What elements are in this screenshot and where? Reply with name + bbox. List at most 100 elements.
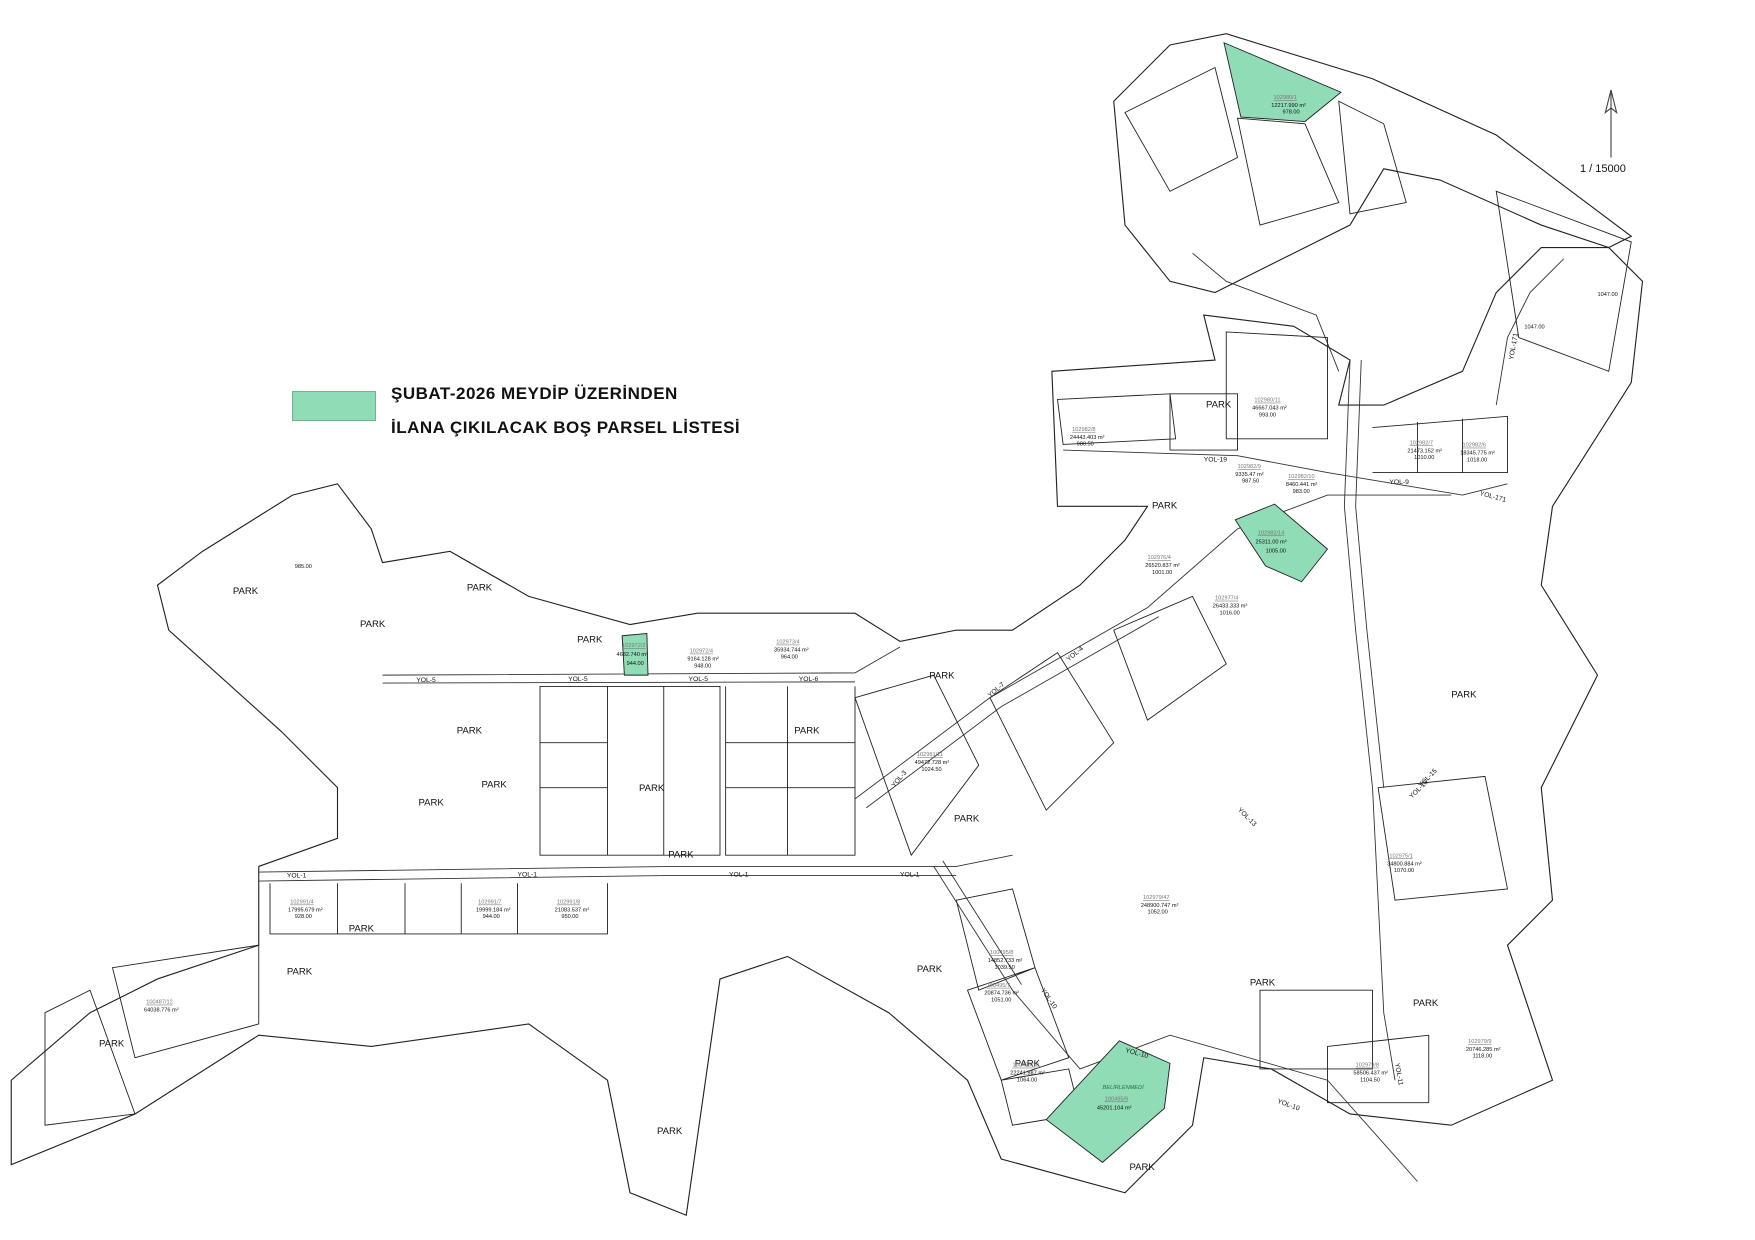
parcel-lines bbox=[44, 66, 1632, 1126]
parcel-number: 102982/9 bbox=[1238, 464, 1261, 470]
road-label: YOL-10 bbox=[1039, 987, 1058, 1010]
parcel-number: 102980/1 bbox=[1274, 95, 1297, 101]
parcel-number: 102991/7 bbox=[478, 900, 501, 906]
parcel-number: 102976/4 bbox=[1148, 555, 1171, 561]
park-label: PARK bbox=[233, 586, 259, 597]
parcel-area: 20874.736 m² bbox=[984, 991, 1019, 997]
park-label: PARK bbox=[1413, 998, 1439, 1009]
parcel-area: 8460.441 m² bbox=[1286, 482, 1318, 488]
parcel-number: 102982/8 bbox=[1072, 427, 1095, 433]
parcel-number: 100495/7 bbox=[987, 983, 1010, 989]
park-label: PARK bbox=[1451, 690, 1477, 701]
parcel-elevation: 1018.00 bbox=[1467, 457, 1487, 463]
parcel-number: 102979/9 bbox=[1468, 1039, 1491, 1045]
highlighted-parcel-north[interactable] bbox=[1223, 42, 1342, 122]
parcel-number: 100495/8 bbox=[990, 950, 1013, 956]
park-label: PARK bbox=[794, 726, 820, 737]
park-label: PARK bbox=[482, 780, 508, 791]
parcel-area: 12217.990 m² bbox=[1271, 103, 1306, 109]
parcel-number: 102982/10 bbox=[1288, 474, 1315, 480]
parcel-area: 26520.837 m² bbox=[1145, 563, 1180, 569]
parcel-elevation: 950.00 bbox=[561, 914, 578, 920]
highlighted-parcel-south[interactable] bbox=[1045, 1040, 1171, 1163]
road-label: YOL-1 bbox=[287, 873, 307, 880]
parcel-number: 102977/4 bbox=[1215, 596, 1238, 602]
park-label: PARK bbox=[639, 783, 665, 794]
parcel-note: BELİRLENMEDİ bbox=[1103, 1084, 1145, 1091]
yol-11-road bbox=[1343, 360, 1396, 1081]
parcel-number: 102982/14 bbox=[1258, 530, 1285, 536]
park-label: PARK bbox=[457, 726, 483, 737]
parcel-area: 25311.00 m² bbox=[1256, 539, 1287, 545]
road-label: YOL-5 bbox=[416, 677, 436, 684]
park-label: PARK bbox=[657, 1126, 683, 1137]
parcel-number: 102982/7 bbox=[1410, 440, 1433, 446]
road-label: YOL-19 bbox=[1204, 456, 1228, 463]
road-label: YOL-11 bbox=[1393, 1062, 1404, 1086]
parcel-area: 19999.184 m² bbox=[476, 907, 511, 913]
parcel-elevation: 1039.50 bbox=[995, 965, 1015, 971]
highlighted-labels: 102980/1 12217.990 m² 978.00 102982/14 2… bbox=[617, 95, 1306, 1111]
parcel-elevation: 1005.00 bbox=[1266, 548, 1286, 554]
parcel-number: 102973/4 bbox=[776, 640, 799, 646]
park-label: PARK bbox=[349, 924, 375, 935]
park-label: PARK bbox=[954, 813, 980, 824]
road-label: YOL-10 bbox=[1276, 1098, 1300, 1113]
parcel-elevation: 980.50 bbox=[1077, 442, 1094, 448]
road-label: YOL-9 bbox=[1389, 479, 1409, 486]
park-label: PARK bbox=[917, 964, 943, 975]
park-label: PARK bbox=[1206, 399, 1232, 410]
road-label: YOL-171 bbox=[1479, 490, 1507, 504]
parcel-number: 102982/6 bbox=[1463, 443, 1486, 449]
parcel-area: 34800.884 m² bbox=[1387, 861, 1422, 867]
parcel-area: 45201.104 m² bbox=[1097, 1105, 1132, 1111]
parcel-number: 100495/9 bbox=[1105, 1096, 1128, 1102]
parcel-number: 100495/10 bbox=[1013, 1063, 1040, 1069]
elevation-label: 1047.00 bbox=[1524, 325, 1544, 331]
elevation-labels: 985.00 1047.00 1047.00 bbox=[295, 292, 1618, 570]
highlighted-parcel-middle[interactable] bbox=[1234, 503, 1329, 583]
park-labels: PARK PARK PARK PARK PARK PARK PARK PARK PARK PARK… bbox=[99, 399, 1477, 1173]
parcel-elevation: 944.00 bbox=[627, 661, 644, 667]
park-label: PARK bbox=[419, 798, 445, 809]
parcel-elevation: 964.00 bbox=[781, 654, 798, 660]
parcel-area: 26433.333 m² bbox=[1213, 604, 1248, 610]
parcel-area: 46667.043 m² bbox=[1252, 406, 1287, 412]
parcel-number: 102979/8 bbox=[1356, 1063, 1379, 1069]
parcel-elevation: 948.00 bbox=[694, 663, 711, 669]
highlighted-parcel-small[interactable] bbox=[621, 633, 649, 676]
parcel-number: 102975/1 bbox=[1389, 853, 1412, 859]
scale-label: 1 / 15000 bbox=[1580, 163, 1626, 175]
parcel-number: 102980/11 bbox=[1254, 398, 1280, 404]
parcel-area: 248900.747 m² bbox=[1141, 903, 1179, 909]
park-label: PARK bbox=[668, 849, 694, 860]
parcel-area: 49472.728 m² bbox=[915, 760, 950, 766]
road-label: YOL-1 bbox=[518, 872, 538, 879]
elevation-label: 985.00 bbox=[295, 564, 312, 570]
parcel-number: 100487/12 bbox=[146, 1000, 173, 1006]
parcel-number: 102979/47 bbox=[1143, 895, 1170, 901]
parcel-area: 17995.679 m² bbox=[288, 907, 323, 913]
parcel-elevation: 1051.00 bbox=[991, 997, 1011, 1003]
parcel-elevation: 993.00 bbox=[1259, 412, 1276, 418]
parcel-elevation: 1010.00 bbox=[1414, 455, 1434, 461]
park-label: PARK bbox=[577, 635, 603, 646]
parcel-area: 9335.47 m² bbox=[1235, 472, 1264, 478]
park-label: PARK bbox=[99, 1038, 125, 1049]
parcel-area: 64038.776 m² bbox=[144, 1008, 179, 1014]
north-boundary bbox=[1113, 33, 1633, 294]
parcel-elevation: 1052.00 bbox=[1148, 910, 1168, 916]
road-label: YOL-5 bbox=[689, 676, 709, 683]
parcel-elevation: 1016.00 bbox=[1220, 610, 1240, 616]
park-label: PARK bbox=[1130, 1162, 1156, 1173]
parcel-area: 22241.887 m² bbox=[1010, 1071, 1045, 1077]
yol-5-road bbox=[382, 646, 901, 684]
parcel-area: 21083.537 m² bbox=[555, 907, 590, 913]
parcel-number: 102991/4 bbox=[290, 900, 313, 906]
legend-line-2: İLANA ÇIKILACAK BOŞ PARSEL LİSTESİ bbox=[391, 418, 741, 437]
yol-19-road bbox=[1063, 449, 1508, 496]
road-label: YOL-3 bbox=[891, 769, 909, 789]
